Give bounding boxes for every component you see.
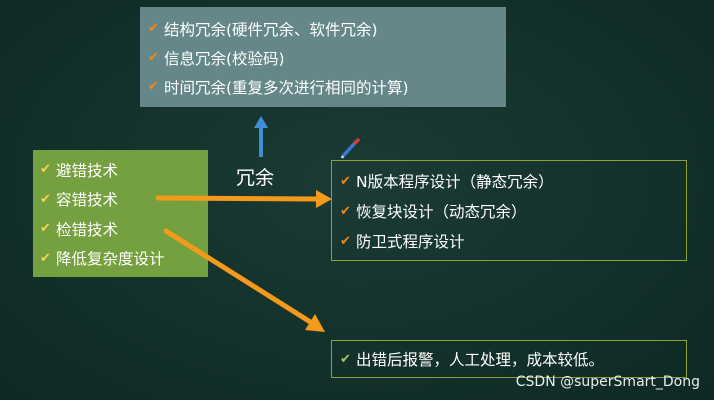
list-item: ✔ N版本程序设计（静态冗余） (340, 166, 686, 196)
list-item: ✔ 恢复块设计（动态冗余） (340, 196, 686, 226)
list-item-label: 结构冗余(硬件冗余、软件冗余) (164, 20, 378, 39)
list-item: ✔ 降低复杂度设计 (40, 244, 208, 274)
list-item-label: 防卫式程序设计 (356, 233, 465, 251)
list-item-label: 容错技术 (56, 191, 119, 210)
list-item-label: 恢复块设计（动态冗余） (356, 203, 527, 221)
list-item-label: 检错技术 (56, 220, 119, 239)
check-icon: ✔ (340, 173, 351, 189)
error-detection-box: ✔ 出错后报警，人工处理，成本较低。 (331, 340, 687, 378)
check-icon: ✔ (340, 233, 351, 249)
check-icon: ✔ (40, 250, 51, 266)
list-item-label: 信息冗余(校验码) (164, 49, 285, 68)
list-item-label: 时间冗余(重复多次进行相同的计算) (164, 78, 409, 97)
list-item-label: 避错技术 (56, 161, 119, 180)
up-arrow-icon (254, 116, 268, 157)
list-item-label: N版本程序设计（静态冗余） (356, 173, 554, 191)
check-icon: ✔ (148, 79, 159, 94)
list-item: ✔ 信息冗余(校验码) (148, 43, 506, 72)
check-icon: ✔ (40, 162, 51, 178)
redundancy-types-box: ✔ 结构冗余(硬件冗余、软件冗余) ✔ 信息冗余(校验码) ✔ 时间冗余(重复多… (140, 7, 506, 107)
list-item: ✔ 检错技术 (40, 214, 208, 244)
check-icon: ✔ (340, 203, 351, 219)
list-item-label: 降低复杂度设计 (56, 250, 165, 269)
watermark: CSDN @superSmart_Dong (515, 374, 700, 390)
check-icon: ✔ (40, 221, 51, 237)
list-item: ✔ 防卫式程序设计 (340, 226, 686, 256)
check-icon: ✔ (40, 191, 51, 207)
check-icon: ✔ (340, 351, 351, 367)
check-icon: ✔ (148, 21, 159, 36)
list-item: ✔ 避错技术 (40, 155, 208, 185)
pen-cursor-icon (341, 138, 360, 159)
fault-tolerance-box: ✔ N版本程序设计（静态冗余） ✔ 恢复块设计（动态冗余） ✔ 防卫式程序设计 (331, 160, 687, 261)
list-item: ✔ 出错后报警，人工处理，成本较低。 (340, 348, 604, 370)
redundancy-label: 冗余 (236, 167, 275, 189)
check-icon: ✔ (148, 50, 159, 65)
list-item: ✔ 结构冗余(硬件冗余、软件冗余) (148, 14, 506, 43)
list-item-label: 出错后报警，人工处理，成本较低。 (356, 351, 605, 369)
list-item: ✔ 时间冗余(重复多次进行相同的计算) (148, 72, 506, 101)
right-arrow-icon (155, 190, 332, 208)
list-item: ✔ 容错技术 (40, 185, 208, 215)
techniques-box: ✔ 避错技术 ✔ 容错技术 ✔ 检错技术 ✔ 降低复杂度设计 (33, 150, 208, 277)
diagonal-arrow-icon (163, 228, 325, 332)
